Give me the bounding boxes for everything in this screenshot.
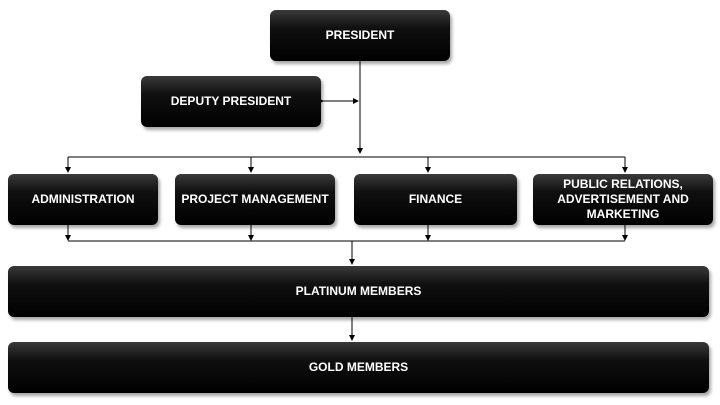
- public-relations-box: PUBLIC RELATIONS, ADVERTISEMENT AND MARK…: [533, 174, 713, 225]
- platinum-members-label: PLATINUM MEMBERS: [295, 284, 422, 298]
- deputy-president-box: DEPUTY PRESIDENT: [141, 76, 321, 127]
- administration-box: ADMINISTRATION: [8, 174, 158, 225]
- public-relations-label: PUBLIC RELATIONS, ADVERTISEMENT AND MARK…: [557, 177, 689, 221]
- deputy-president-label: DEPUTY PRESIDENT: [170, 94, 292, 108]
- finance-box: FINANCE: [354, 174, 517, 225]
- finance-label: FINANCE: [408, 192, 463, 206]
- gold-members-label: GOLD MEMBERS: [308, 360, 409, 374]
- president-label: PRESIDENT: [325, 28, 395, 42]
- project-management-box: PROJECT MANAGEMENT: [175, 174, 335, 225]
- president-box: PRESIDENT: [270, 10, 450, 61]
- platinum-members-box: PLATINUM MEMBERS: [8, 266, 709, 317]
- administration-label: ADMINISTRATION: [31, 192, 135, 206]
- project-management-label: PROJECT MANAGEMENT: [181, 192, 329, 206]
- gold-members-box: GOLD MEMBERS: [8, 342, 709, 393]
